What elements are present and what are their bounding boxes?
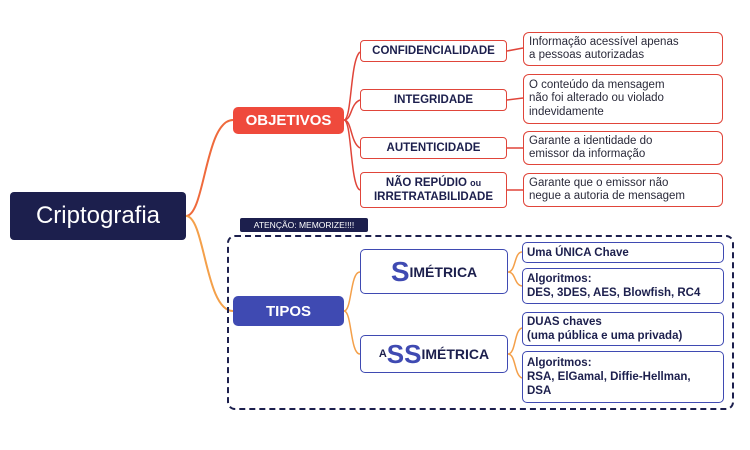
objective-desc-integridade: O conteúdo da mensagem não foi alterado …	[523, 74, 723, 124]
assimetrica-a: A	[378, 348, 387, 360]
objective-desc-nao-repudio: Garante que o emissor não negue a autori…	[523, 173, 723, 207]
assimetrica-algorithms: Algoritmos: RSA, ElGamal, Diffie-Hellman…	[522, 351, 724, 403]
objective-name-line1: NÃO REPÚDIO	[385, 177, 467, 189]
objective-desc: Informação acessível apenas a pessoas au…	[529, 35, 679, 62]
objective-desc: O conteúdo da mensagem não foi alterado …	[529, 78, 665, 118]
objective-name: CONFIDENCIALIDADE	[372, 45, 495, 57]
memorize-dashed-frame	[227, 235, 734, 410]
attention-tag: ATENÇÃO: MEMORIZE!!!!	[240, 218, 368, 232]
objective-name-line2: IRRETRATABILIDADE	[373, 191, 494, 203]
simetrica-key-text: Uma ÚNICA Chave	[527, 246, 629, 259]
connector-root-tipos	[185, 215, 234, 312]
objetivos-label: OBJETIVOS	[245, 112, 332, 129]
objective-name: AUTENTICIDADE	[386, 142, 481, 154]
simetrica-algorithms: Algoritmos: DES, 3DES, AES, Blowfish, RC…	[522, 268, 724, 304]
assimetrica-key: DUAS chaves (uma pública e uma privada)	[522, 312, 724, 346]
simetrica-initial: S	[390, 255, 410, 287]
connector-simetrica	[507, 251, 523, 287]
simetrica-algorithms-text: Algoritmos: DES, 3DES, AES, Blowfish, RC…	[527, 273, 701, 299]
connector-root-objetivos	[185, 119, 234, 217]
tipos-node: TIPOS	[233, 296, 344, 326]
objective-nao-repudio: NÃO REPÚDIO ou IRRETRATABILIDADE	[360, 172, 507, 208]
objective-integridade: INTEGRIDADE	[360, 89, 507, 111]
assimetrica-initials: SS	[386, 338, 422, 369]
assimetrica-rest: IMÉTRICA	[421, 346, 490, 362]
root-node: Criptografia	[10, 192, 186, 240]
connector-objetivos-spine	[343, 51, 361, 191]
assimetrica-key-text: DUAS chaves (uma pública e uma privada)	[527, 316, 683, 342]
objective-desc-confidencialidade: Informação acessível apenas a pessoas au…	[523, 32, 723, 66]
root-label: Criptografia	[35, 202, 161, 229]
objective-desc-autenticidade: Garante a identidade do emissor da infor…	[523, 131, 723, 165]
connector-objetivos-desc	[506, 47, 524, 191]
objetivos-node: OBJETIVOS	[233, 107, 344, 134]
objective-name: INTEGRIDADE	[393, 94, 474, 106]
objective-name-or: ou	[470, 178, 482, 188]
attention-label: ATENÇÃO: MEMORIZE!!!!	[253, 220, 355, 230]
connector-assimetrica	[507, 327, 523, 379]
objective-desc: Garante a identidade do emissor da infor…	[529, 134, 653, 161]
simetrica-key: Uma ÚNICA Chave	[522, 242, 724, 263]
objective-autenticidade: AUTENTICIDADE	[360, 137, 507, 159]
simetrica-rest: IMÉTRICA	[409, 263, 478, 280]
objective-confidencialidade: CONFIDENCIALIDADE	[360, 40, 507, 62]
objective-desc: Garante que o emissor não negue a autori…	[529, 176, 685, 203]
assimetrica-algorithms-text: Algoritmos: RSA, ElGamal, Diffie-Hellman…	[527, 357, 691, 397]
tipos-label: TIPOS	[265, 302, 311, 320]
connector-tipos-spine	[343, 271, 361, 355]
